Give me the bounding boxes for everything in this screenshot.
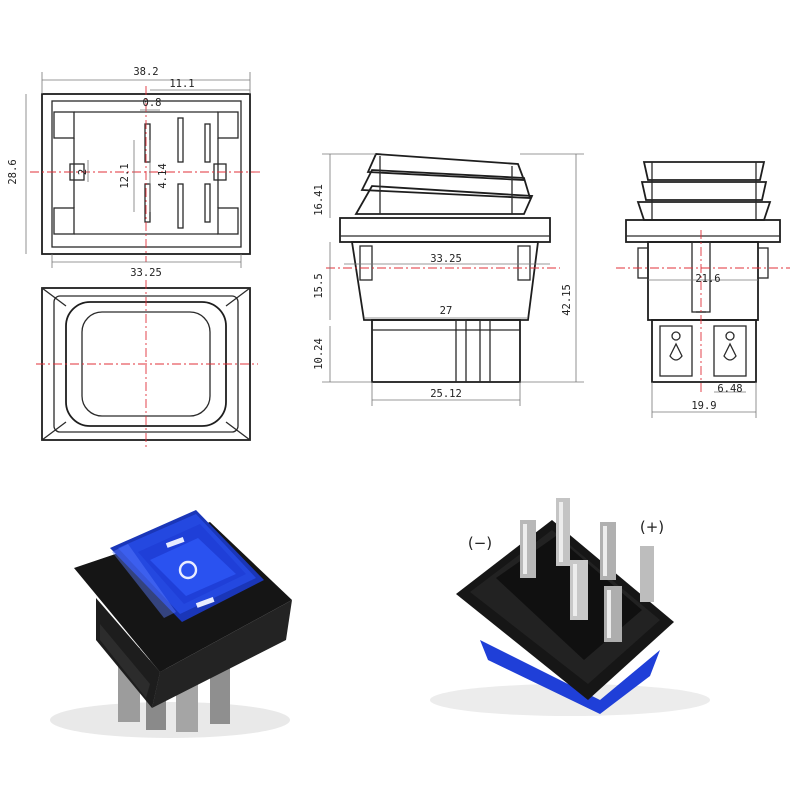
top-view-inner-outline xyxy=(51,100,242,248)
on-marker xyxy=(165,537,185,548)
dim-rocker-height: 16.41 xyxy=(313,184,325,216)
dim-total-height: 42.15 xyxy=(561,284,573,316)
dim-pin-gap: 2 xyxy=(77,169,89,175)
rocker-cover-edge xyxy=(480,640,660,714)
positive-terminal-label: (+) xyxy=(640,518,664,536)
terminal-pin xyxy=(177,117,184,163)
terminal-pin xyxy=(204,123,211,163)
terminal xyxy=(570,560,588,620)
corner-tab xyxy=(53,111,75,139)
end-terminal xyxy=(659,325,693,377)
terminal xyxy=(604,586,622,642)
terminal-pin xyxy=(204,183,211,223)
end-terminal xyxy=(713,325,747,377)
dim-pin-offset: 11.1 xyxy=(169,78,194,90)
terminal xyxy=(520,520,536,578)
dim-base-width: 25.12 xyxy=(430,388,462,400)
dim-terminal-height: 10.24 xyxy=(313,338,325,370)
end-rocker-layer xyxy=(640,181,768,201)
end-base xyxy=(651,319,757,383)
end-rocker-layer xyxy=(636,201,772,221)
end-view xyxy=(616,161,790,418)
dim-pin-thickness: 0.8 xyxy=(143,97,162,109)
end-rocker-layer xyxy=(642,161,766,181)
dim-overall-width: 38.2 xyxy=(133,66,158,78)
terminal xyxy=(640,546,654,602)
corner-tab xyxy=(217,111,239,139)
dim-terminal-span: 21.6 xyxy=(695,273,720,285)
terminal xyxy=(600,522,616,580)
dim-body-depth: 19.9 xyxy=(691,400,716,412)
dim-bezel-width: 33.25 xyxy=(430,253,462,265)
terminal-pin xyxy=(177,183,184,229)
side-terminal xyxy=(479,319,491,383)
side-view xyxy=(322,153,584,406)
dim-body-width: 27 xyxy=(440,305,453,317)
side-terminal xyxy=(455,319,467,383)
dim-overall-height: 28.6 xyxy=(7,159,19,184)
rocker-layer xyxy=(354,185,534,215)
on-marker xyxy=(195,597,215,608)
side-bezel xyxy=(339,217,551,243)
photo-back xyxy=(430,498,710,716)
top-view xyxy=(25,72,262,268)
side-housing xyxy=(350,241,540,321)
off-marker-icon xyxy=(178,560,198,580)
dim-body-height: 15.5 xyxy=(313,273,325,298)
photo-front xyxy=(50,510,292,738)
side-base xyxy=(371,319,521,383)
front-view xyxy=(36,280,258,448)
corner-tab xyxy=(53,207,75,235)
negative-terminal-label: (−) xyxy=(468,534,492,552)
corner-tab xyxy=(217,207,239,235)
dim-pin-width: 4.14 xyxy=(157,163,169,188)
end-bezel xyxy=(625,219,781,243)
dim-inner-width: 33.25 xyxy=(130,267,162,279)
rocker-layer xyxy=(366,153,526,181)
dim-pin-pitch: 12.1 xyxy=(119,163,131,188)
dim-terminal-width: 6.48 xyxy=(717,383,742,395)
